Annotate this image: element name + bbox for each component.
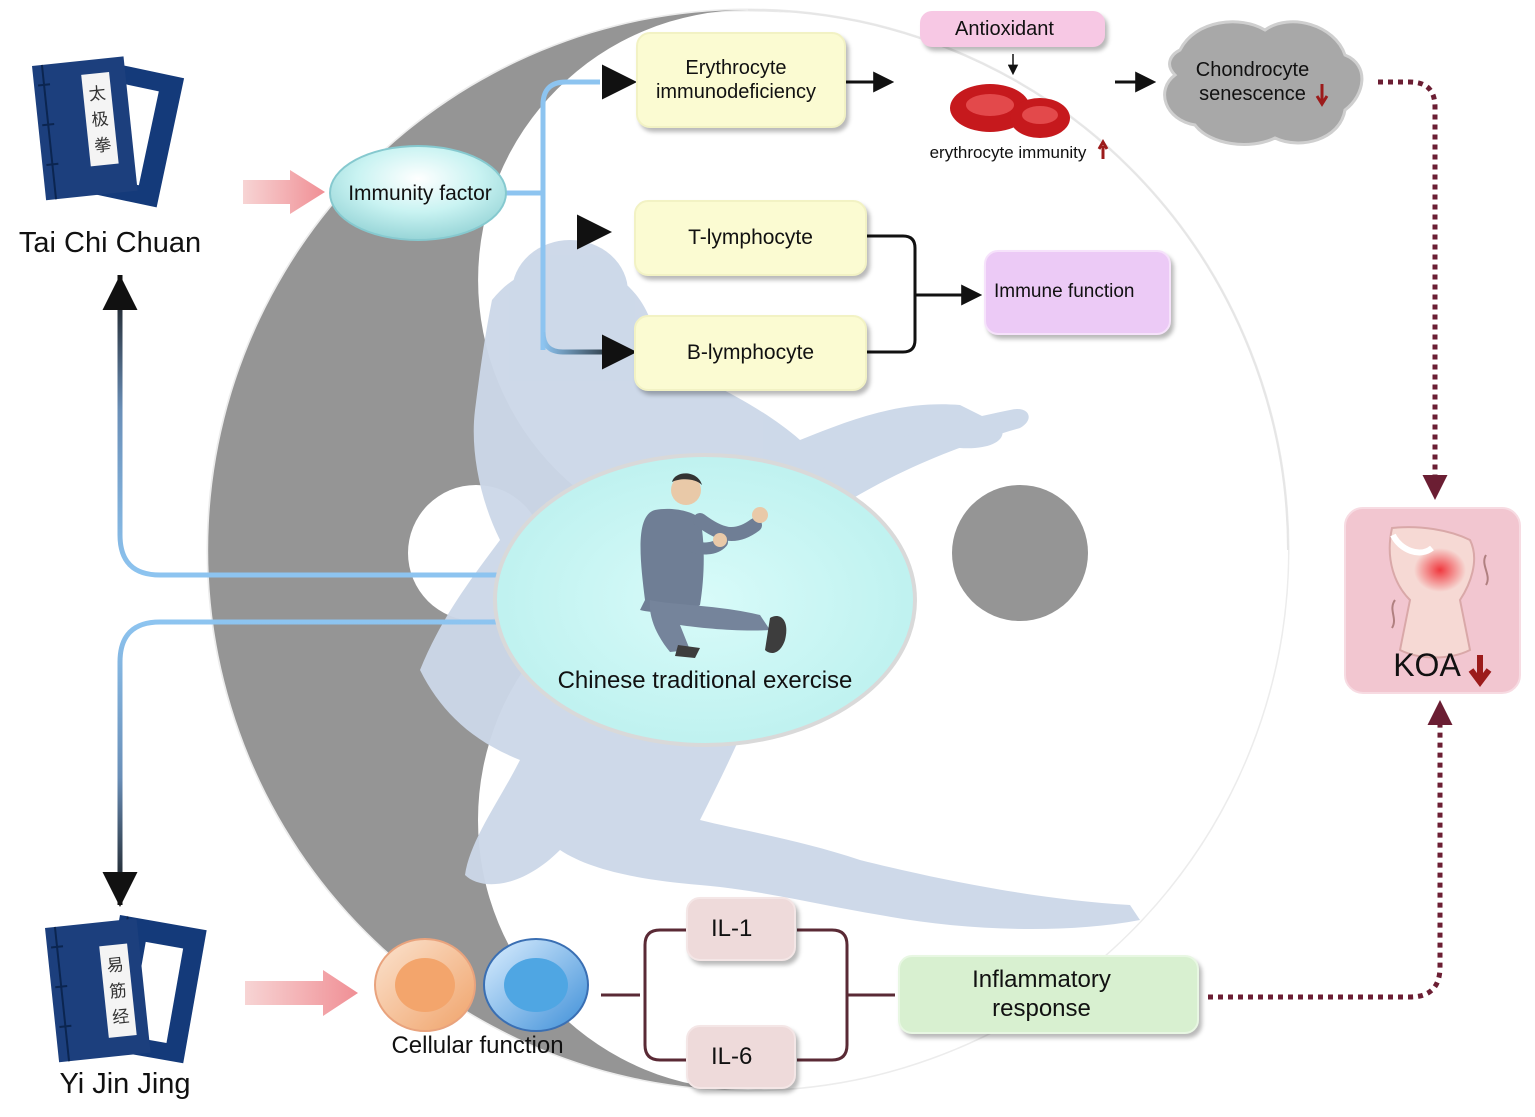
tai-chi-book-char-3: 拳: [93, 135, 112, 157]
il1-box: IL-1: [686, 897, 796, 961]
t-lymphocyte-label: T-lymphocyte: [688, 226, 813, 250]
inflammatory-response-box: Inflammatory response: [898, 955, 1199, 1034]
cellular-function-label: Cellular function: [391, 1032, 564, 1059]
center-label: Chinese traditional exercise: [557, 667, 853, 694]
immunity-factor-ellipse: [329, 145, 507, 241]
dotted-koa-lines: [1208, 79, 1453, 1000]
red-blood-cells-icon: [950, 84, 1070, 138]
cells-icon: [374, 938, 589, 1032]
yi-jin-book-char-1: 易: [106, 955, 125, 977]
yi-jin-title: Yi Jin Jing: [59, 1068, 191, 1100]
t-lymphocyte-box: T-lymphocyte: [634, 200, 867, 276]
immune-function-box: Immune function: [984, 250, 1171, 335]
b-lymphocyte-label: B-lymphocyte: [686, 341, 815, 365]
yi-jin-book-char-2: 筋: [109, 981, 128, 1003]
inflammatory-response-label: Inflammatory response: [972, 965, 1111, 1022]
yi-jin-book-char-3: 经: [111, 1007, 130, 1029]
erythrocyte-immunity-label: erythrocyte immunity: [929, 143, 1087, 162]
b-lymphocyte-box: B-lymphocyte: [634, 315, 867, 391]
tai-chi-figure-icon: [640, 473, 787, 658]
il1-label: IL-1: [711, 914, 753, 942]
tai-chi-title: Tai Chi Chuan: [18, 227, 202, 259]
knee-icon: [1388, 526, 1489, 659]
pink-input-arrows: [243, 170, 358, 1016]
center-ellipse: [493, 453, 917, 747]
chondrocyte-senescence-label: Chondrocyte senescence: [1195, 59, 1310, 105]
il6-label: IL-6: [711, 1042, 753, 1070]
antioxidant-box: Antioxidant: [920, 11, 1105, 47]
tai-chi-book-char-1: 太: [88, 83, 107, 105]
antioxidant-label: Antioxidant: [955, 18, 1054, 40]
immunity-factor-label: Immunity factor: [348, 182, 492, 205]
chondrocyte-shape: [1163, 20, 1364, 146]
koa-label: KOA: [1393, 647, 1461, 683]
erythrocyte-immunodeficiency-box: Erythrocyte immunodeficiency: [636, 32, 846, 128]
erythrocyte-immunodeficiency-label: Erythrocyte immunodeficiency: [655, 57, 817, 103]
il6-box: IL-6: [686, 1025, 796, 1089]
connector-lines: [102, 54, 1157, 1062]
tai-chi-book-char-2: 极: [91, 109, 110, 131]
immune-function-label: Immune function: [994, 281, 1135, 303]
tai-chi-book-icon: 太 极 拳: [32, 56, 185, 208]
yi-jin-book-icon: 易 筋 经: [45, 915, 207, 1064]
